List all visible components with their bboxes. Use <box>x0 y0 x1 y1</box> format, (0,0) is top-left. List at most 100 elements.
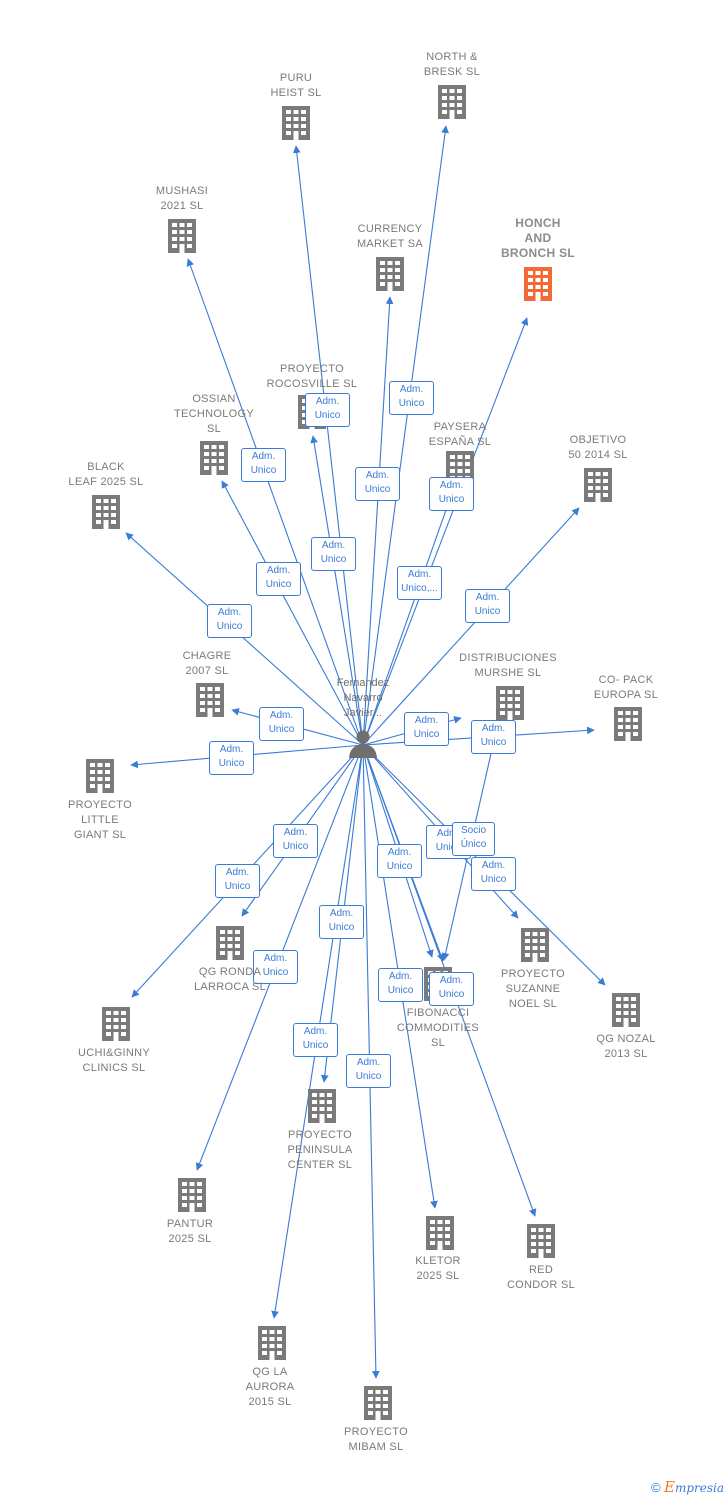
company-label-line: PROYECTO <box>280 363 344 375</box>
company-label-line: COMMODITIES <box>396 1022 480 1034</box>
relation-label-line: Adm. <box>321 540 346 551</box>
company-label-line: UCHI&GINNY <box>77 1047 151 1059</box>
relation-label-proyecto-little-giant[interactable]: Adm.Unico <box>209 741 254 775</box>
company-label-line: AURORA <box>245 1381 295 1393</box>
relation-label-uchi-ginny[interactable]: Adm.Unico <box>215 864 260 898</box>
company-label-line: OSSIAN <box>192 393 236 405</box>
qg-ronda-larroca-building-icon[interactable] <box>216 926 244 960</box>
relation-label-ossian-technology[interactable]: Adm.Unico <box>256 562 301 596</box>
relation-label-line: Adm. <box>388 971 413 982</box>
relation-label-pantur[interactable]: Adm.Unico <box>253 950 298 984</box>
proyecto-mibam-building-icon[interactable] <box>364 1386 392 1420</box>
company-label-line: PAYSERA <box>433 421 487 433</box>
relation-label-puru-heist[interactable]: Adm.Unico <box>305 393 350 427</box>
red-condor-building-icon[interactable] <box>527 1224 555 1258</box>
mushasi-building-icon[interactable] <box>168 219 196 253</box>
company-label-north-bresk[interactable]: NORTH &BRESK SL <box>387 50 517 80</box>
company-label-line: PROYECTO <box>68 799 132 811</box>
relation-label-proyecto-rocosville[interactable]: Adm.Unico <box>311 537 356 571</box>
chagre-building-icon[interactable] <box>196 683 224 717</box>
relation-label-kletor[interactable]: Adm.Unico <box>378 968 423 1002</box>
edge-mushasi <box>186 258 364 746</box>
north-bresk-building-icon[interactable] <box>438 85 466 119</box>
relation-label-north-bresk[interactable]: Adm.Unico <box>389 381 434 415</box>
relation-label-currency-market[interactable]: Adm.Unico <box>355 467 400 501</box>
proyecto-little-giant-building-icon[interactable] <box>86 759 114 793</box>
relation-label-qg-ronda-larroca[interactable]: Adm.Unico <box>273 824 318 858</box>
company-label-line: SL <box>206 423 222 435</box>
qg-la-aurora-building-icon[interactable] <box>258 1326 286 1360</box>
relation-label-line: Adm. <box>414 715 439 726</box>
company-label-line: 2025 SL <box>168 1233 212 1245</box>
relation-label-line: Unico <box>438 494 465 505</box>
company-label-line: 50 2014 SL <box>568 449 628 461</box>
relation-label-red-condor[interactable]: Adm.Unico <box>429 972 474 1006</box>
relation-label-proyecto-mibam[interactable]: Adm.Unico <box>346 1054 391 1088</box>
relation-label-line: Único <box>460 839 487 850</box>
relation-label-proyecto-peninsula[interactable]: Adm.Unico <box>319 905 364 939</box>
relation-label-objetivo-50[interactable]: Adm.Unico <box>465 589 510 623</box>
qg-nozal-building-icon[interactable] <box>612 993 640 1027</box>
relation-label-black-leaf[interactable]: Adm.Unico <box>207 604 252 638</box>
puru-heist-building-icon[interactable] <box>282 106 310 140</box>
edge-honch-bronch <box>362 317 529 746</box>
edge-objetivo-50 <box>362 507 580 746</box>
co-pack-europa-building-icon[interactable] <box>614 707 642 741</box>
distribuciones-murshe-building-icon[interactable] <box>496 686 524 720</box>
currency-market-building-icon[interactable] <box>376 257 404 291</box>
person-icon[interactable] <box>349 730 377 759</box>
proyecto-suzanne-noel-building-icon[interactable] <box>521 928 549 962</box>
relation-label-paysera-espana[interactable]: Adm.Unico,... <box>397 566 442 600</box>
relation-label-chagre[interactable]: Adm.Unico <box>259 707 304 741</box>
company-label-line: SUZANNE <box>505 983 561 995</box>
pantur-building-icon[interactable] <box>178 1178 206 1212</box>
relation-label-fibonacci[interactable]: Adm.Unico <box>377 844 422 878</box>
relation-label-distribuciones-murshe[interactable]: Adm.Unico <box>404 712 449 746</box>
company-label-line: 2013 SL <box>604 1048 648 1060</box>
relation-label-mushasi[interactable]: Adm.Unico <box>241 448 286 482</box>
kletor-building-icon[interactable] <box>426 1216 454 1250</box>
nodes-layer <box>86 85 642 1420</box>
black-leaf-building-icon[interactable] <box>92 495 120 529</box>
relation-label-honch-bronch[interactable]: Adm.Unico <box>429 477 474 511</box>
footer-brand[interactable]: © Empresia <box>651 1478 724 1496</box>
company-label-line: SL <box>430 1037 446 1049</box>
proyecto-peninsula-building-icon[interactable] <box>308 1089 336 1123</box>
ossian-technology-building-icon[interactable] <box>200 441 228 475</box>
relation-label-qg-la-aurora[interactable]: Adm.Unico <box>293 1023 338 1057</box>
relation-label-co-pack-europa[interactable]: Adm.Unico <box>471 720 516 754</box>
relation-label-line: Adm. <box>217 607 242 618</box>
objetivo-50-building-icon[interactable] <box>584 468 612 502</box>
relation-label-line: Unico <box>250 465 277 476</box>
relation-label-line: Adm. <box>481 723 506 734</box>
uchi-ginny-building-icon[interactable] <box>102 1007 130 1041</box>
relation-label-qg-nozal[interactable]: Adm.Unico <box>471 857 516 891</box>
honch-bronch-building-icon[interactable] <box>524 267 552 301</box>
